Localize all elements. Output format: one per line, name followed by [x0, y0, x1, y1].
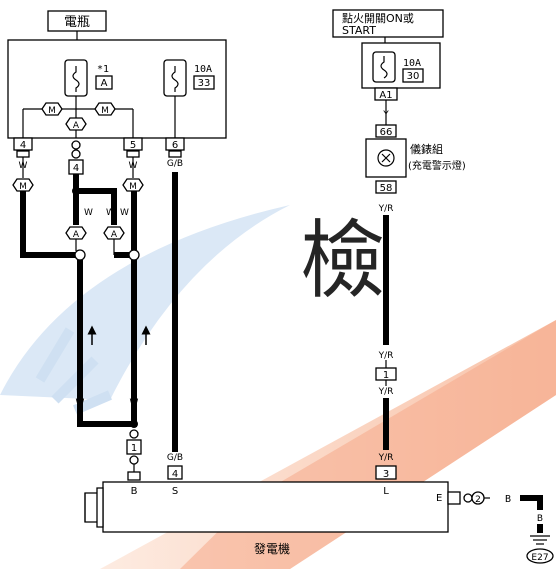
- wire-label-w-4: W: [106, 208, 115, 218]
- wire-label-b-2: B: [537, 514, 543, 524]
- connector-5: 5: [130, 140, 136, 151]
- fuse-1: *1 A: [64, 59, 113, 104]
- connector-4b: 4: [73, 163, 79, 174]
- meter-pin-66: 66: [380, 127, 393, 138]
- marker-m-1: M: [48, 106, 56, 116]
- wire-label-y: Y: [382, 110, 389, 120]
- ground-group: 2 B B E27: [447, 491, 554, 564]
- meter-pin-58: 58: [380, 183, 393, 194]
- gen-term-s: S: [172, 486, 178, 497]
- ground-id: E27: [531, 553, 548, 563]
- right-w-branch: M: [122, 157, 144, 250]
- gen-term-l: L: [383, 486, 389, 497]
- marker-m-4: M: [129, 182, 137, 192]
- gen-connector-1: 1: [131, 443, 137, 454]
- wire-label-yr-3: Y/R: [378, 387, 394, 397]
- battery-connectors: 4 5 6: [13, 137, 185, 158]
- middle-branch: W W W A A: [65, 174, 140, 261]
- gen-term-b: B: [131, 486, 138, 497]
- wire-label-w-4b: W: [120, 208, 129, 218]
- fuse-1-rating: *1: [97, 64, 109, 75]
- marker-a-3: A: [111, 230, 118, 240]
- middle-connector: 4: [68, 140, 84, 175]
- ignition-label-line2: START: [342, 24, 376, 37]
- fuse-3-id: 30: [407, 71, 420, 82]
- wire-label-w-3: W: [84, 208, 93, 218]
- gb-wire: G/B 4: [167, 172, 183, 480]
- gen-connector-2: 2: [475, 495, 481, 505]
- generator-label: 發電機: [254, 541, 290, 556]
- w-main-wires: W W 1: [76, 260, 151, 481]
- battery-group: 電瓶: [7, 10, 227, 139]
- watermark-char: 檢: [300, 212, 385, 311]
- marker-a-1: A: [73, 121, 80, 131]
- fuse-2: 10A 33: [163, 59, 215, 138]
- meter-line1: 儀錶組: [410, 142, 443, 156]
- inline-connector-1: 1: [383, 370, 389, 381]
- generator: B S L E 發電機: [84, 481, 449, 556]
- ignition-group: 點火開關ON或 START 10A 30 A1 Y 66 儀錶組 (充電警示燈)…: [332, 9, 466, 480]
- wire-label-gb-1: G/B: [167, 159, 183, 169]
- generator-pulley: [84, 487, 104, 528]
- fuse-2-id: 33: [198, 78, 211, 89]
- wire-label-w-5: W: [76, 398, 85, 408]
- ignition-label-line1: 點火開關ON或: [342, 12, 414, 25]
- wire-label-w-6: W: [130, 398, 139, 408]
- battery-label: 電瓶: [64, 15, 90, 30]
- connector-4: 4: [20, 140, 26, 151]
- gen-term-e: E: [436, 493, 442, 504]
- fuse-3-rating: 10A: [403, 58, 421, 69]
- wire-label-yr-4: Y/R: [378, 453, 394, 463]
- wire-label-gb-2: G/B: [167, 453, 183, 463]
- marker-m-2: M: [101, 106, 109, 116]
- meter-connector-a1: A1: [379, 90, 392, 101]
- gen-connector-3: 3: [383, 469, 389, 480]
- battery-fuse-block: [7, 39, 227, 139]
- meter-line2: (充電警示燈): [408, 159, 466, 172]
- gen-connector-4: 4: [172, 469, 178, 480]
- marker-m-3: M: [19, 182, 27, 192]
- wire-label-b-1: B: [505, 494, 511, 505]
- watermark-blue-arc: [0, 205, 290, 400]
- fuse-1-id: A: [101, 78, 108, 89]
- left-branch: M: [12, 157, 80, 258]
- wire-label-yr-1: Y/R: [378, 204, 394, 214]
- marker-a-2: A: [73, 230, 80, 240]
- wire-label-yr-2: Y/R: [378, 351, 394, 361]
- connector-6: 6: [172, 140, 178, 151]
- battery-internal-junction: M M A: [22, 102, 134, 138]
- fuse-2-rating: 10A: [194, 64, 212, 75]
